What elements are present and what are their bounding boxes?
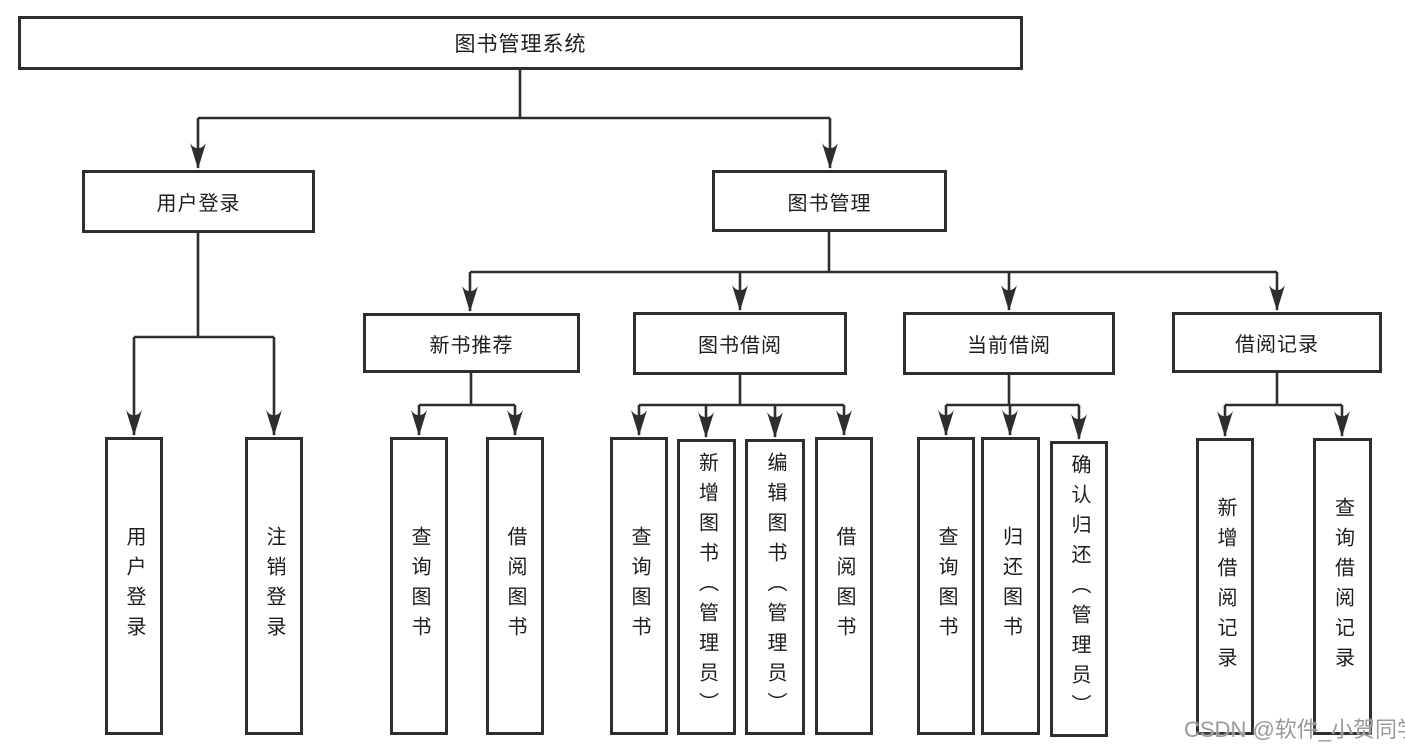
node-current-borrowing: 当前借阅 [903, 312, 1115, 375]
leaf-cur-confirm-return-admin-label: 确认归还（管理员） [1068, 454, 1090, 724]
leaf-rec-borrow-books-label: 借阅图书 [504, 526, 526, 646]
leaf-bor-add-books-admin-label: 新增图书（管理员） [695, 452, 718, 722]
node-borrowing-record: 借阅记录 [1172, 312, 1382, 373]
leaf-bor-query-books: 查询图书 [610, 437, 668, 735]
leaf-rcd-query-record-label: 查询借阅记录 [1331, 496, 1354, 677]
leaf-cur-return-books: 归还图书 [981, 437, 1040, 735]
leaf-logout: 注销登录 [245, 437, 303, 735]
leaf-cur-query-books: 查询图书 [917, 437, 975, 735]
leaf-rec-query-books: 查询图书 [390, 437, 448, 735]
node-book-management-label: 图书管理 [787, 192, 872, 215]
leaf-bor-edit-books-admin: 编辑图书（管理员） [745, 439, 805, 735]
root-node: 图书管理系统 [18, 16, 1023, 70]
leaf-rec-borrow-books: 借阅图书 [486, 437, 544, 735]
node-new-book-recommendation: 新书推荐 [363, 313, 580, 373]
root-node-label: 图书管理系统 [454, 33, 587, 56]
leaf-cur-confirm-return-admin: 确认归还（管理员） [1050, 441, 1108, 737]
node-new-book-recommendation-label: 新书推荐 [429, 334, 514, 357]
leaf-rcd-query-record: 查询借阅记录 [1313, 438, 1372, 735]
leaf-logout-label: 注销登录 [263, 526, 285, 646]
node-user-login-label: 用户登录 [156, 193, 241, 215]
node-book-borrowing-label: 图书借阅 [698, 335, 782, 357]
node-book-borrowing: 图书借阅 [633, 312, 847, 375]
node-user-login: 用户登录 [82, 170, 315, 233]
leaf-bor-add-books-admin: 新增图书（管理员） [677, 439, 736, 735]
leaf-cur-query-books-label: 查询图书 [935, 526, 957, 646]
leaf-rcd-add-record: 新增借阅记录 [1196, 438, 1254, 735]
leaf-rcd-add-record-label: 新增借阅记录 [1214, 496, 1236, 677]
node-current-borrowing-label: 当前借阅 [967, 335, 1051, 357]
leaf-bor-borrow-books-label: 借阅图书 [833, 526, 855, 646]
leaf-cur-return-books-label: 归还图书 [999, 526, 1022, 646]
node-book-management: 图书管理 [712, 170, 947, 232]
leaf-user-login-label: 用户登录 [123, 526, 145, 646]
csdn-watermark: CSDN @软件_小贺同学 [1184, 717, 1405, 742]
leaf-rec-query-books-label: 查询图书 [408, 526, 430, 646]
node-borrowing-record-label: 借阅记录 [1235, 334, 1319, 356]
leaf-bor-edit-books-admin-label: 编辑图书（管理员） [764, 452, 786, 722]
leaf-user-login: 用户登录 [105, 437, 163, 735]
leaf-bor-query-books-label: 查询图书 [628, 526, 650, 646]
leaf-bor-borrow-books: 借阅图书 [815, 437, 873, 735]
